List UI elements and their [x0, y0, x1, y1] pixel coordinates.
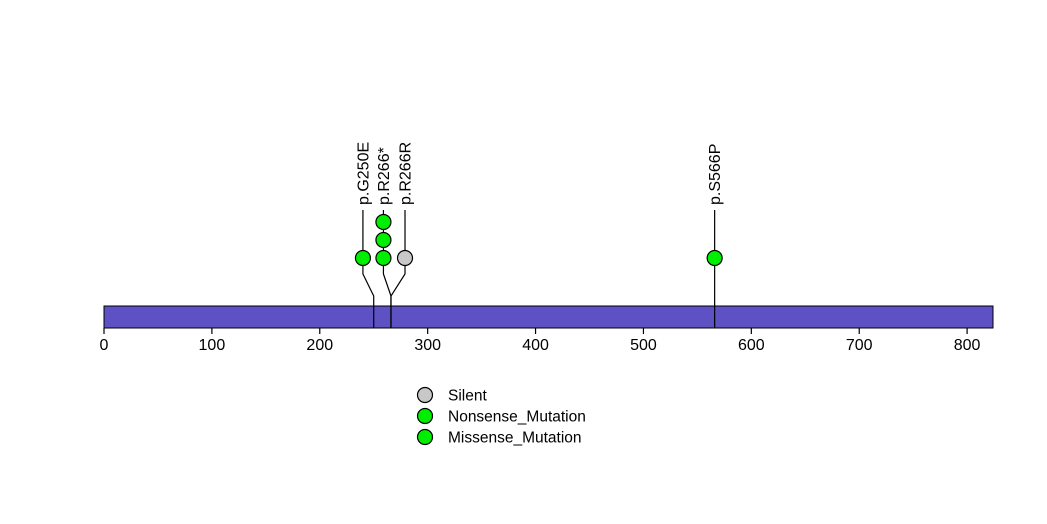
- lollipop-pR266R: p.R266R: [390, 142, 415, 328]
- lollipop-pS566P: p.S566P: [706, 144, 724, 328]
- axis-tick-label: 200: [306, 337, 333, 354]
- mutation-circle: [375, 249, 392, 267]
- x-axis: 0 100 200 300 400 500 600 700 800: [100, 328, 981, 354]
- axis-tick-label: 800: [954, 337, 981, 354]
- mutation-circle: [396, 249, 414, 267]
- axis-tick-label: 300: [414, 337, 441, 354]
- legend-label-missense_mutation: Missense_Mutation: [448, 430, 582, 447]
- mutation-circle: [375, 231, 392, 249]
- legend-label-nonsense_mutation: Nonsense_Mutation: [448, 409, 586, 426]
- mutation-label: p.R266R: [398, 142, 415, 205]
- axis-tick-label: 0: [100, 337, 109, 354]
- legend-swatch-silent: [416, 386, 434, 404]
- legend-swatch-missense_mutation: [416, 428, 434, 446]
- axis-tick-label: 600: [738, 337, 765, 354]
- axis-tick-label: 100: [199, 337, 226, 354]
- legend-swatch-nonsense_mutation: [416, 407, 434, 425]
- mutation-circle: [354, 249, 372, 267]
- mutation-circle: [375, 213, 392, 231]
- legend-label-silent: Silent: [448, 388, 487, 405]
- axis-tick-label: 700: [846, 337, 873, 354]
- axis-tick-label: 400: [522, 337, 549, 354]
- mutation-label: p.R266*: [376, 147, 393, 205]
- axis-tick-label: 500: [630, 337, 657, 354]
- lollipop-stick: [362, 210, 375, 328]
- protein-bar: [103, 305, 994, 329]
- lollipop-pR266: p.R266*: [375, 147, 393, 328]
- lollipop-stick: [390, 210, 406, 328]
- mutation-circle: [706, 249, 723, 267]
- mutation-label: p.G250E: [355, 142, 372, 205]
- lollipop-pG250E: p.G250E: [354, 142, 375, 328]
- mutation-label: p.S566P: [707, 144, 724, 205]
